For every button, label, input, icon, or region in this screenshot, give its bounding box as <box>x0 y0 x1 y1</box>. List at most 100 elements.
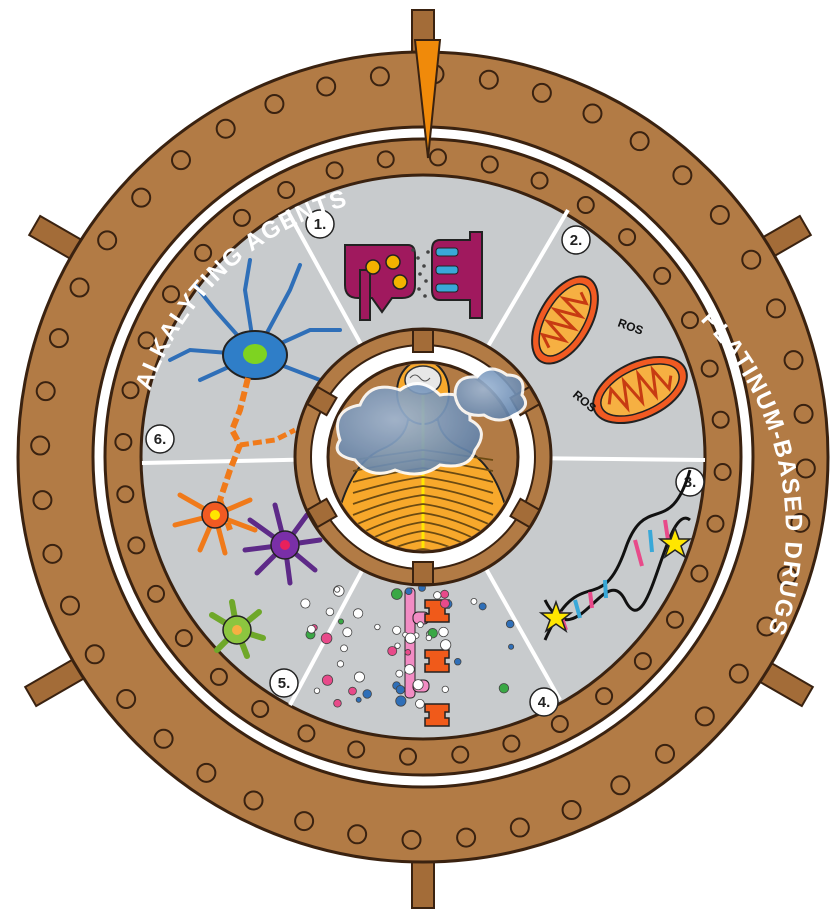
stud <box>696 707 714 725</box>
stud <box>596 688 612 704</box>
stud <box>457 829 475 847</box>
ion-particle <box>441 590 449 598</box>
stud <box>155 730 173 748</box>
stud <box>348 825 366 843</box>
ion-particle <box>354 672 364 682</box>
ion-particle <box>442 686 448 692</box>
ion-particle <box>353 609 362 618</box>
ion-particle <box>375 624 380 629</box>
stud <box>503 736 519 752</box>
stud <box>482 157 498 173</box>
stud <box>667 612 683 628</box>
ion-particle <box>506 620 514 628</box>
segment-2-badge: 2. <box>562 226 590 254</box>
ion-particle <box>334 699 342 707</box>
stud <box>654 268 670 284</box>
stud <box>730 665 748 683</box>
ion-particle <box>326 608 334 616</box>
ion-particle <box>405 664 415 674</box>
ion-particle <box>508 644 513 649</box>
ion-particle <box>479 603 486 610</box>
ion-particle <box>338 619 343 624</box>
ion-particle <box>405 588 412 595</box>
ion-particle <box>349 687 357 695</box>
stud <box>533 84 551 102</box>
ion-particle <box>413 680 423 690</box>
stud <box>767 299 785 317</box>
stud <box>61 597 79 615</box>
stud <box>197 764 215 782</box>
stud <box>50 329 68 347</box>
segment-6-badge: 6. <box>146 425 174 453</box>
stud <box>148 586 164 602</box>
stud <box>327 162 343 178</box>
stud <box>532 173 548 189</box>
ion-particle <box>343 628 352 637</box>
ion-particle <box>440 599 449 608</box>
stud <box>98 231 116 249</box>
stud <box>656 745 674 763</box>
stud <box>702 361 718 377</box>
ion-particle <box>356 697 361 702</box>
stud <box>403 831 421 849</box>
stud <box>43 545 61 563</box>
ion-particle <box>416 699 425 708</box>
stud <box>265 95 283 113</box>
stud <box>71 279 89 297</box>
stud <box>234 210 250 226</box>
ion-particle <box>322 675 332 685</box>
ion-particle <box>396 670 403 677</box>
stud <box>673 166 691 184</box>
ion-particle <box>471 598 477 604</box>
stud <box>252 701 268 717</box>
stud <box>795 405 813 423</box>
stud <box>742 251 760 269</box>
ion-particle <box>337 661 343 667</box>
stud <box>128 537 144 553</box>
ion-particle <box>393 626 401 634</box>
stud <box>511 819 529 837</box>
ion-particle <box>307 625 315 633</box>
stud <box>295 812 313 830</box>
ion-particle <box>301 599 310 608</box>
stud <box>691 566 707 582</box>
ion-particle <box>439 627 449 637</box>
ion-particle <box>396 685 405 694</box>
ion-particle <box>426 635 432 641</box>
stud <box>711 206 729 224</box>
ion-particle <box>314 688 319 693</box>
stud <box>176 630 192 646</box>
stud <box>552 716 568 732</box>
ion-particle <box>440 640 450 650</box>
ion-particle <box>388 647 397 656</box>
stud <box>635 653 651 669</box>
stud <box>452 747 468 763</box>
stud <box>785 351 803 369</box>
stud <box>132 189 150 207</box>
stud <box>31 437 49 455</box>
stud <box>682 312 698 328</box>
stud <box>86 645 104 663</box>
stud <box>563 801 581 819</box>
ion-particle <box>405 633 415 643</box>
ion-particle <box>396 696 406 706</box>
stud <box>278 182 294 198</box>
stud <box>195 245 211 261</box>
stud <box>631 132 649 150</box>
svg-text:6.: 6. <box>154 431 167 448</box>
ion-particle <box>499 684 508 693</box>
ion-particle <box>334 587 339 592</box>
ion-particle <box>405 649 411 655</box>
stud <box>33 491 51 509</box>
stud <box>611 776 629 794</box>
stud <box>583 105 601 123</box>
stud <box>619 229 635 245</box>
stud <box>317 77 335 95</box>
segment-4-badge: 4. <box>530 688 558 716</box>
ion-particle <box>341 645 348 652</box>
stud <box>578 197 594 213</box>
stud <box>115 434 131 450</box>
ion-particle <box>363 690 372 699</box>
stud <box>371 67 389 85</box>
